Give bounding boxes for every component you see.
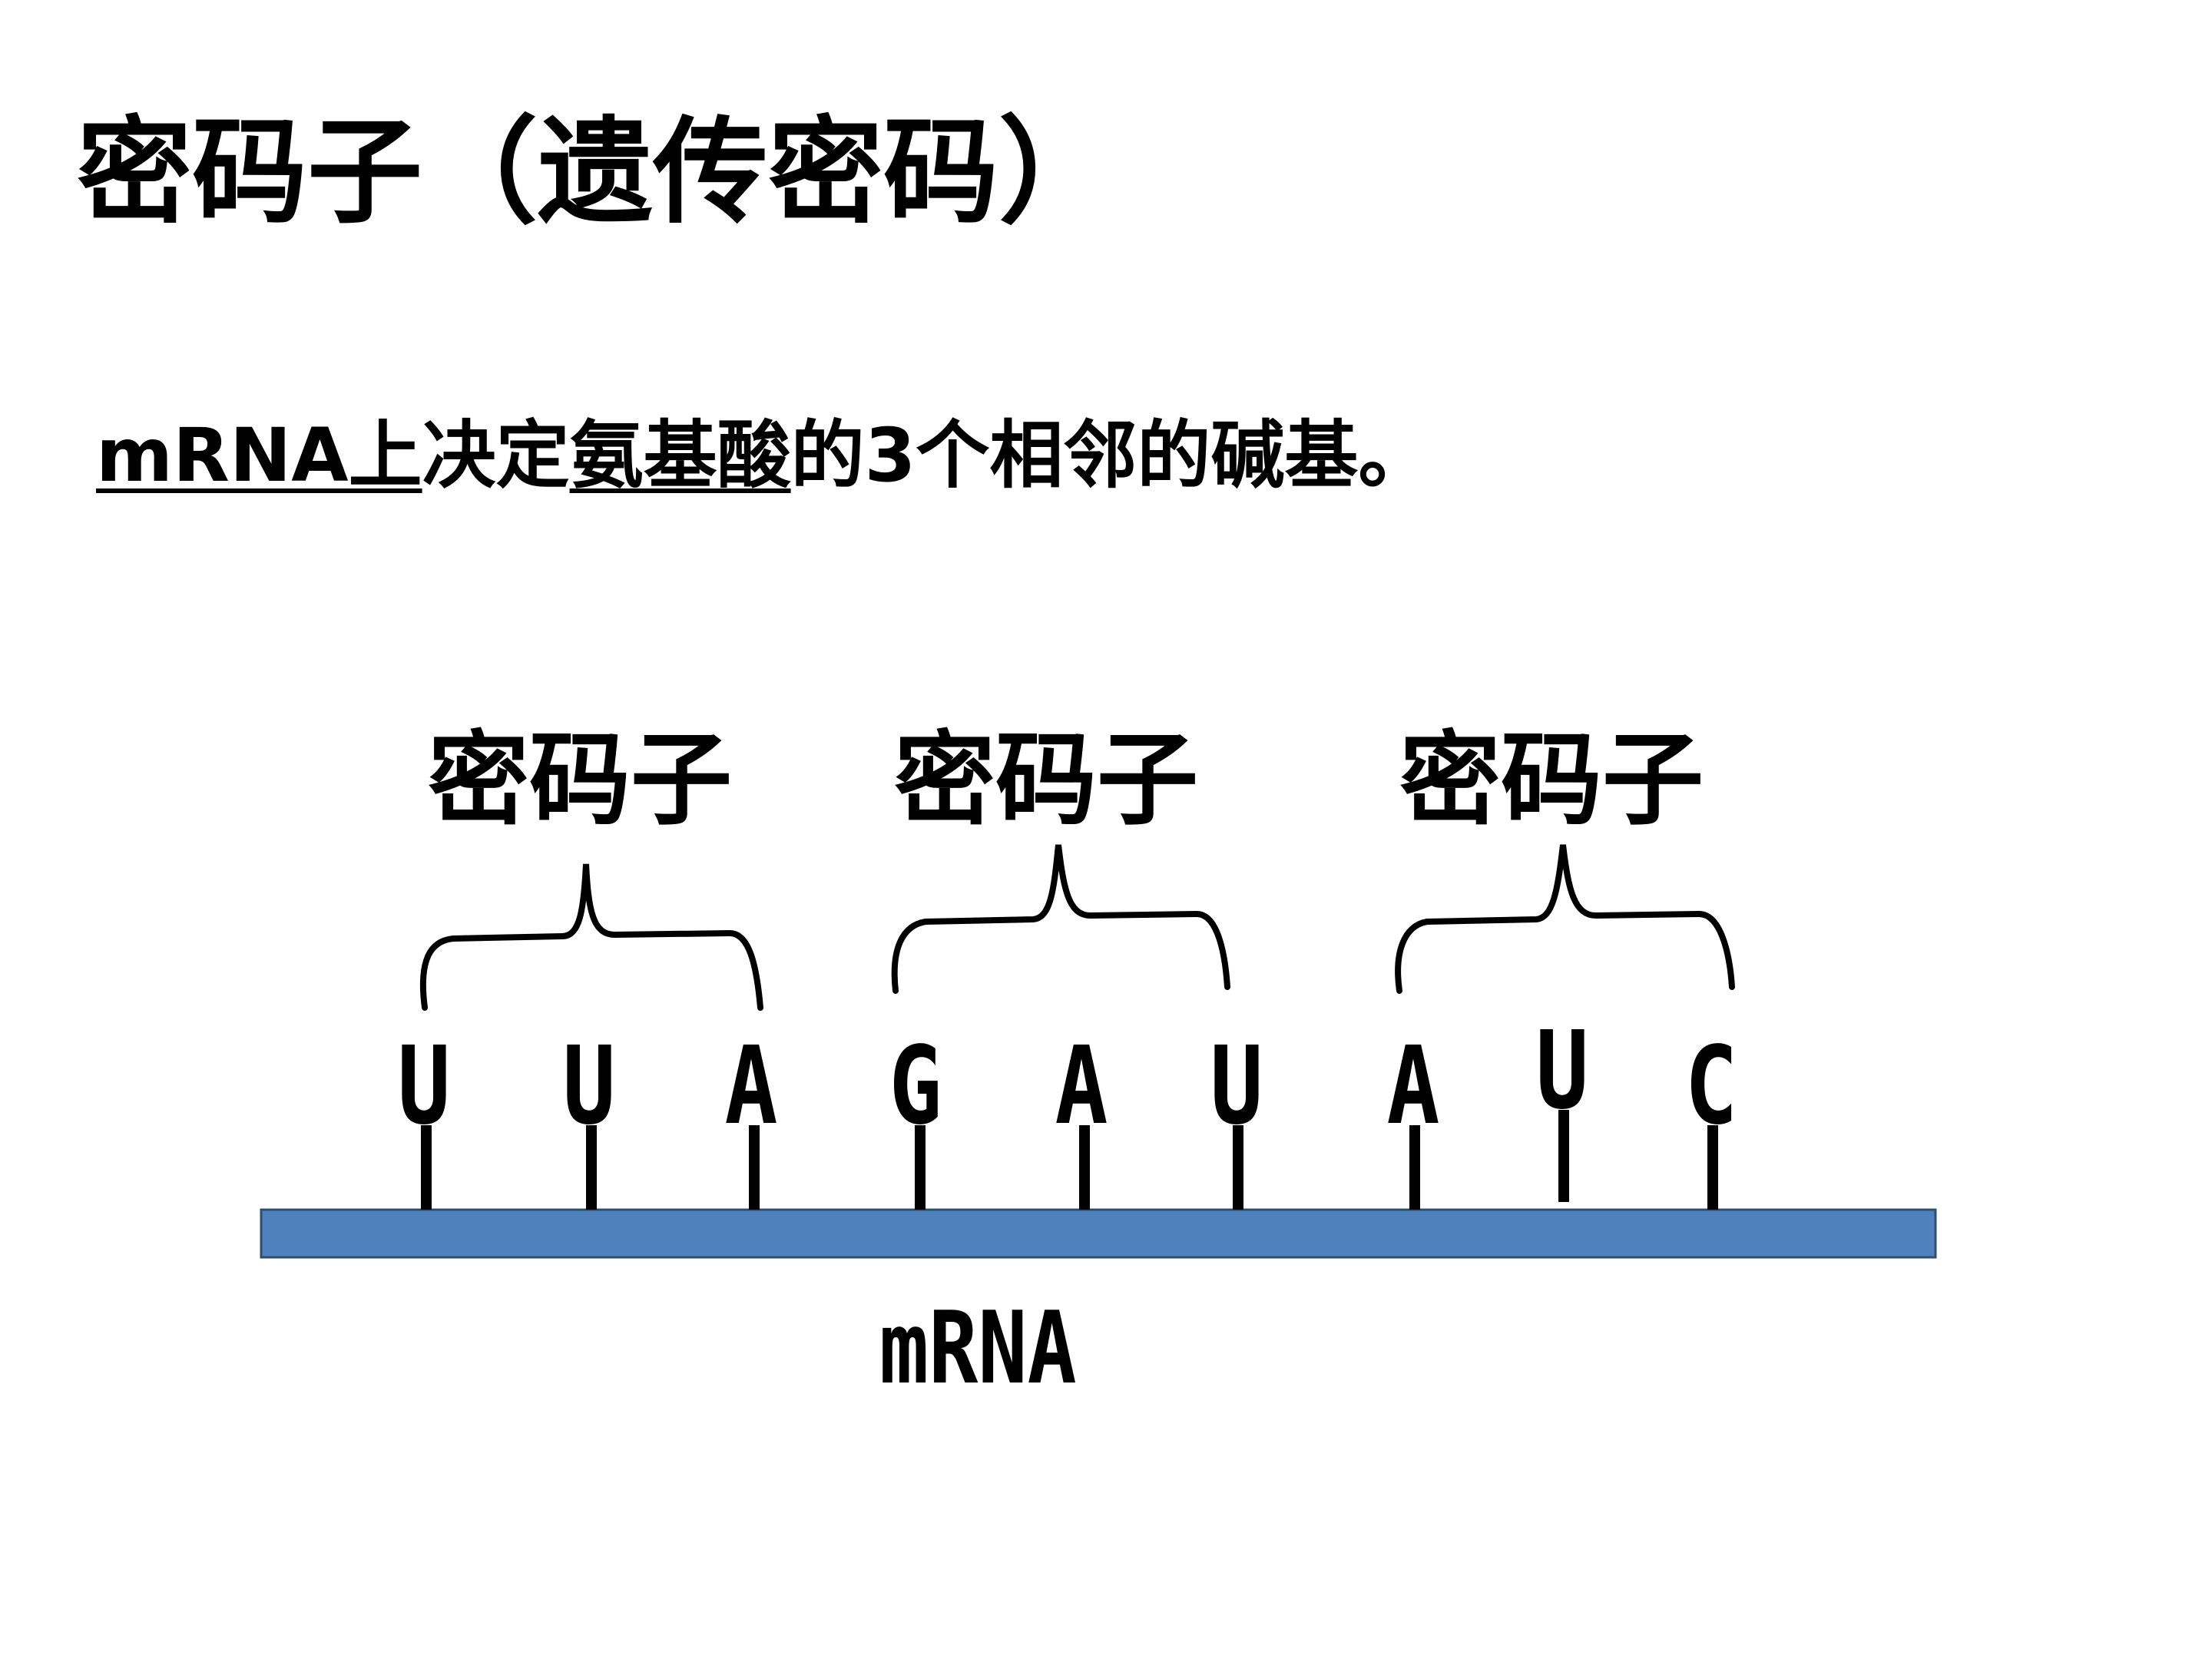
codon-definition: mRNA上决定氨基酸的3个相邻的碱基。 (96, 419, 1432, 492)
base-1: U (397, 1024, 451, 1149)
definition-determine: 决定 (422, 412, 570, 498)
base-2: U (562, 1024, 616, 1149)
definition-mrna-on: mRNA上 (96, 412, 422, 498)
codon-brace-1 (419, 863, 763, 1011)
base-3: A (724, 1024, 778, 1149)
base-7: A (1386, 1024, 1440, 1149)
base-8: U (1535, 1008, 1589, 1134)
base-6: U (1210, 1024, 1263, 1149)
codon-label-1: 密码子 (428, 721, 732, 839)
base-9: C (1684, 1024, 1738, 1149)
page-title: 密码子（遗传密码） (77, 106, 1114, 240)
mrna-label: mRNA (879, 1290, 1077, 1406)
codon-label-2: 密码子 (894, 721, 1198, 839)
mrna-strand-bar (260, 1208, 1937, 1259)
codon-brace-2 (891, 844, 1230, 994)
base-5: A (1055, 1024, 1108, 1149)
base-4: G (889, 1024, 942, 1149)
definition-three-bases: 的3个相邻的碱基。 (790, 412, 1432, 498)
codon-brace-3 (1395, 844, 1735, 994)
codon-label-3: 密码子 (1399, 721, 1704, 839)
definition-amino-acid: 氨基酸 (569, 412, 791, 498)
